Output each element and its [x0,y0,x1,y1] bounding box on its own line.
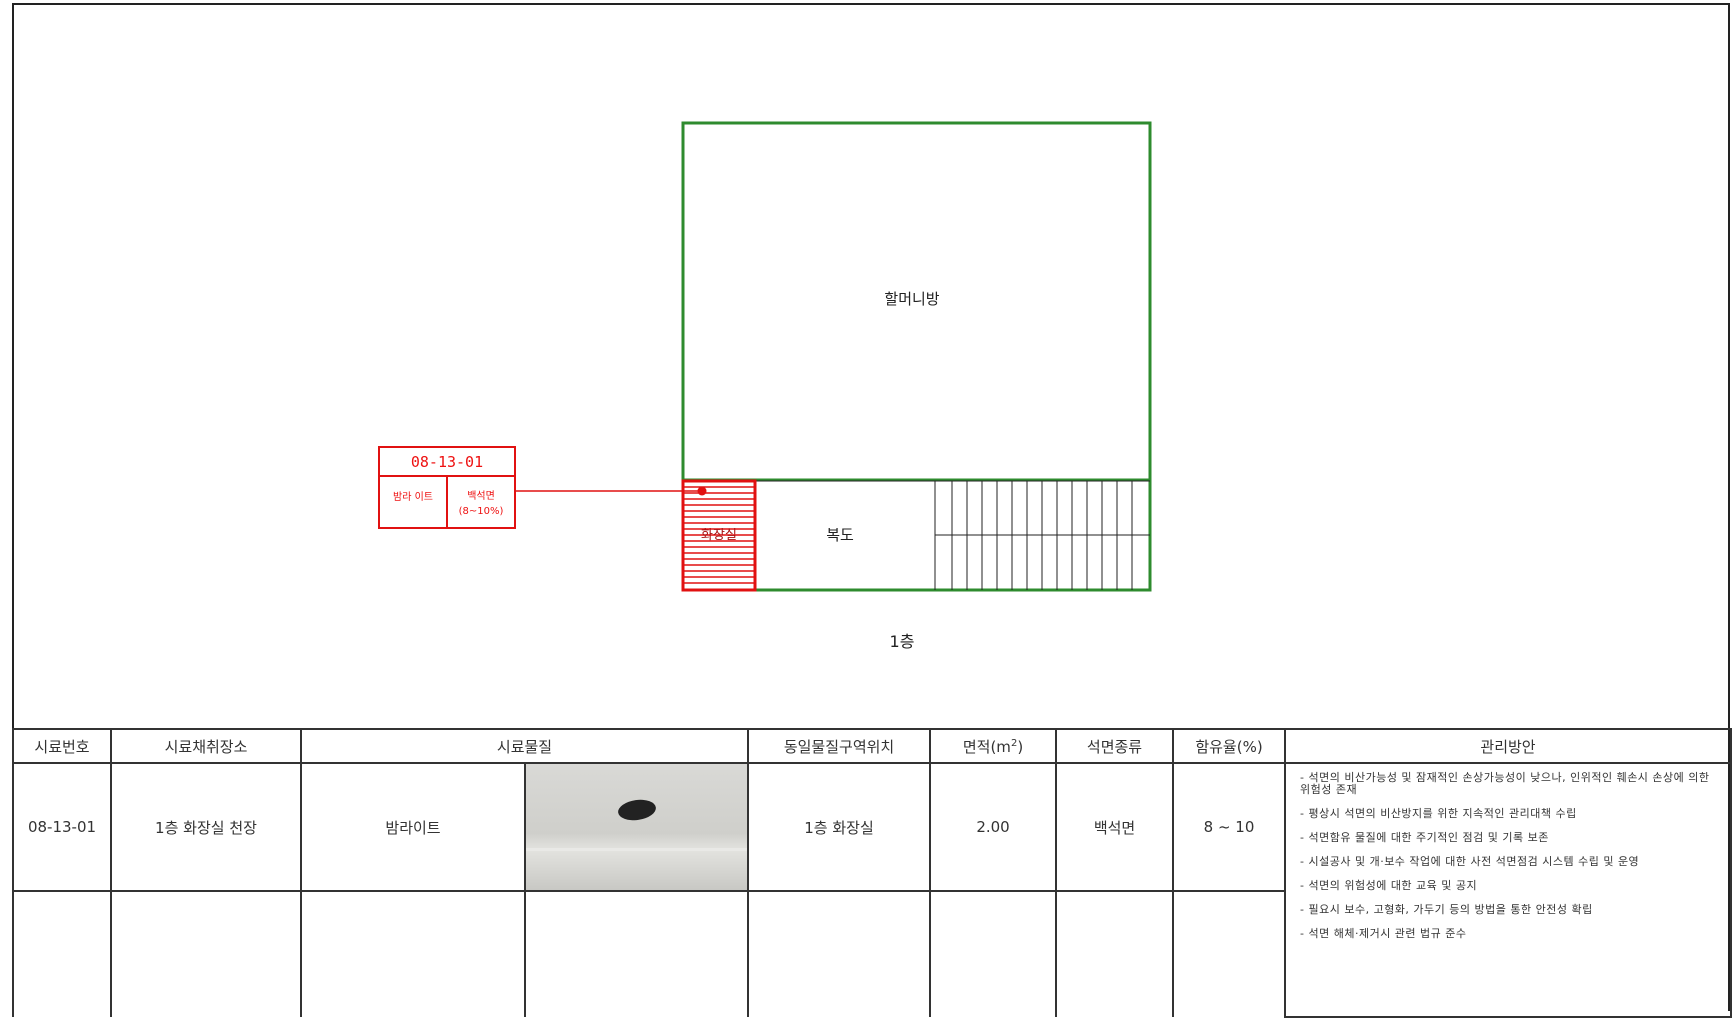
cell-area: 2.00 [929,762,1058,892]
tag-asbestos-type: 백석면 [467,490,495,502]
sample-photo [526,764,748,890]
header-zone-location: 동일물질구역위치 [747,728,932,764]
table-row: 08-13-01 1층 화장실 천장 밤라이트 1층 화장실 2.00 백석면 … [12,762,1733,1018]
header-area: 면적(m2) [929,728,1058,764]
management-item: - 석면의 위험성에 대한 교육 및 공지 [1300,879,1478,892]
header-asbestos-type: 석면종류 [1055,728,1175,764]
tag-material: 밤라 이트 [393,491,433,503]
cell-sample-material: 밤라이트 [300,762,526,892]
cell-sample-photo [523,762,750,892]
sample-table: 시료번호 시료채취장소 시료물질 동일물질구역위치 면적(m2) 석면종류 함유… [12,728,1733,1018]
room-label-bathroom: 화장실 [701,528,737,543]
bathroom-asbestos-zone [681,479,757,592]
header-sample-material: 시료물질 [299,728,750,764]
stairs [935,481,1150,590]
management-item: - 필요시 보수, 고형화, 가두기 등의 방법을 통한 안전성 확립 [1300,903,1593,916]
cell-management: - 석면의 비산가능성 및 잠재적인 손상가능성이 낮으나, 인위적인 훼손시 … [1284,762,1733,1018]
sample-tag: 08-13-01 밤라 이트 백석면 (8~10%) [378,446,516,529]
floor-plan: 08-13-01 밤라 이트 백석면 (8~10%) 할머니방 복도 화장실 1… [378,121,1152,651]
management-item: - 평상시 석면의 비산방지를 위한 지속적인 관리대책 수립 [1300,807,1577,820]
management-item: - 시설공사 및 개·보수 작업에 대한 사전 석면점검 시스템 수립 및 운영 [1300,855,1640,868]
management-item: - 석면 해체·제거시 관련 법규 준수 [1300,927,1467,940]
cell-sample-no: 08-13-01 [12,762,112,892]
header-sampling-place: 시료채취장소 [110,728,302,764]
cell-zone-location: 1층 화장실 [747,762,932,892]
management-item: - 석면함유 물질에 대한 주기적인 점검 및 기록 보존 [1300,831,1549,844]
table-row-empty [12,890,1731,1017]
management-item: - 석면의 비산가능성 및 잠재적인 손상가능성이 낮으나, 인위적인 훼손시 … [1300,771,1710,796]
page-frame [12,3,1730,1011]
header-management: 관리방안 [1284,728,1733,764]
cell-sampling-place: 1층 화장실 천장 [110,762,302,892]
tag-content: (8~10%) [459,506,504,517]
floor-label: 1층 [890,632,915,651]
tag-sample-no: 08-13-01 [411,453,483,471]
header-sample-no: 시료번호 [12,728,112,764]
cell-content: 8 ~ 10 [1172,762,1287,892]
header-content: 함유율(%) [1172,728,1287,764]
room-label-hallway: 복도 [826,526,854,544]
room-label-grandma: 할머니방 [884,290,939,308]
table-header-row: 시료번호 시료채취장소 시료물질 동일물질구역위치 면적(m2) 석면종류 함유… [12,728,1733,764]
cell-asbestos-type: 백석면 [1055,762,1175,892]
